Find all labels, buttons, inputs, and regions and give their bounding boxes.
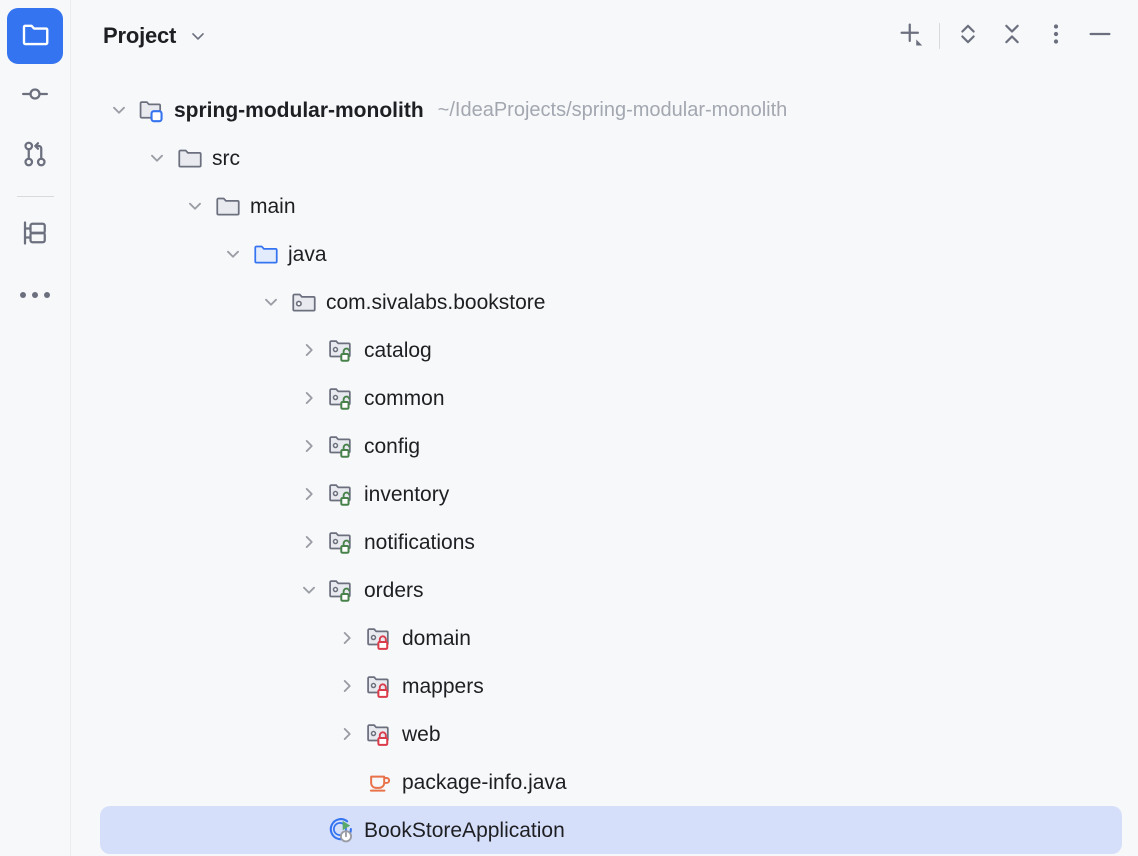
module-open-package-icon bbox=[328, 432, 358, 460]
tree-node-path: ~/IdeaProjects/spring-modular-monolith bbox=[437, 99, 788, 121]
options-button[interactable] bbox=[1034, 14, 1078, 58]
project-tree[interactable]: spring-modular-monolith ~/IdeaProjects/sp… bbox=[71, 72, 1138, 856]
tree-node-catalog[interactable]: catalog bbox=[100, 326, 1122, 374]
tree-node-label: java bbox=[288, 242, 327, 266]
chevron-down-icon[interactable] bbox=[252, 291, 290, 313]
module-open-package-icon bbox=[328, 480, 358, 508]
tree-node-label: inventory bbox=[364, 482, 450, 506]
sidebar-item-project[interactable] bbox=[7, 8, 63, 64]
tree-node-label: mappers bbox=[402, 674, 484, 698]
tree-node-package-info.java[interactable]: package-info.java bbox=[100, 758, 1122, 806]
tree-node-orders[interactable]: orders bbox=[100, 566, 1122, 614]
tree-node-label: domain bbox=[402, 626, 471, 650]
java-file-icon bbox=[366, 768, 396, 796]
tree-node-label: com.sivalabs.bookstore bbox=[326, 290, 546, 314]
pull-request-icon bbox=[20, 139, 50, 174]
module-open-package-icon bbox=[328, 336, 358, 364]
structure-icon bbox=[20, 218, 50, 253]
tree-node-label: catalog bbox=[364, 338, 432, 362]
chevron-down-icon[interactable] bbox=[100, 99, 138, 121]
commit-icon bbox=[20, 79, 50, 114]
module-open-package-icon bbox=[328, 384, 358, 412]
project-module-folder-icon bbox=[138, 96, 168, 124]
collapse-all-button[interactable] bbox=[990, 14, 1034, 58]
chevron-right-icon[interactable] bbox=[328, 627, 366, 649]
module-open-package-icon bbox=[328, 528, 358, 556]
tree-node-inventory[interactable]: inventory bbox=[100, 470, 1122, 518]
tree-node-label: main bbox=[250, 194, 296, 218]
tree-node-com.sivalabs.bookstore[interactable]: com.sivalabs.bookstore bbox=[100, 278, 1122, 326]
expand-collapse-button[interactable] bbox=[946, 14, 990, 58]
toolbar-actions bbox=[889, 14, 1122, 58]
tree-node-src[interactable]: src bbox=[100, 134, 1122, 182]
chevron-right-icon[interactable] bbox=[290, 387, 328, 409]
tree-node-label: src bbox=[212, 146, 240, 170]
sidebar-item-pull-requests[interactable] bbox=[7, 128, 63, 184]
tree-node-config[interactable]: config bbox=[100, 422, 1122, 470]
toolbar-divider bbox=[939, 23, 940, 49]
tree-node-label: spring-modular-monolith bbox=[174, 98, 424, 122]
tree-node-main[interactable]: main bbox=[100, 182, 1122, 230]
tree-node-spring-modular-monolith[interactable]: spring-modular-monolith ~/IdeaProjects/sp… bbox=[100, 86, 1122, 134]
minimize-icon bbox=[1085, 19, 1115, 54]
package-icon bbox=[290, 288, 320, 316]
chevron-right-icon[interactable] bbox=[328, 723, 366, 745]
sidebar-divider bbox=[16, 196, 54, 197]
tree-node-label: config bbox=[364, 434, 421, 458]
tree-node-java[interactable]: java bbox=[100, 230, 1122, 278]
chevron-down-icon[interactable] bbox=[188, 26, 208, 46]
add-button[interactable] bbox=[889, 14, 933, 58]
chevron-down-icon[interactable] bbox=[138, 147, 176, 169]
module-closed-package-icon bbox=[366, 720, 396, 748]
spring-boot-run-icon bbox=[328, 816, 358, 844]
tree-node-label: BookStoreApplication bbox=[364, 818, 565, 842]
module-closed-package-icon bbox=[366, 672, 396, 700]
tree-node-label: orders bbox=[364, 578, 424, 602]
source-root-folder-icon bbox=[252, 240, 282, 268]
activity-bar bbox=[0, 0, 71, 856]
tree-node-common[interactable]: common bbox=[100, 374, 1122, 422]
plus-dropdown-icon bbox=[896, 19, 926, 54]
tree-node-bookstoreapplication[interactable]: BookStoreApplication bbox=[100, 806, 1122, 854]
chevron-right-icon[interactable] bbox=[290, 339, 328, 361]
tree-node-mappers[interactable]: mappers bbox=[100, 662, 1122, 710]
folder-icon bbox=[20, 19, 50, 54]
sidebar-item-commit[interactable] bbox=[7, 68, 63, 124]
tree-node-label: package-info.java bbox=[402, 770, 567, 794]
tree-node-label: notifications bbox=[364, 530, 475, 554]
chevron-right-icon[interactable] bbox=[290, 435, 328, 457]
chevron-down-icon[interactable] bbox=[290, 579, 328, 601]
chevron-up-down-icon bbox=[953, 19, 983, 54]
sidebar-item-structure[interactable] bbox=[7, 207, 63, 263]
tree-node-web[interactable]: web bbox=[100, 710, 1122, 758]
more-horizontal-icon bbox=[20, 292, 50, 298]
page-title: Project bbox=[103, 23, 177, 48]
more-vertical-icon bbox=[1041, 19, 1071, 54]
folder-icon bbox=[176, 144, 206, 172]
panel-header: Project bbox=[71, 0, 1138, 72]
chevron-right-icon[interactable] bbox=[328, 675, 366, 697]
collapse-all-icon bbox=[997, 19, 1027, 54]
chevron-down-icon[interactable] bbox=[214, 243, 252, 265]
tree-node-notifications[interactable]: notifications bbox=[100, 518, 1122, 566]
tree-node-label: web bbox=[402, 722, 441, 746]
chevron-down-icon[interactable] bbox=[176, 195, 214, 217]
module-open-package-icon bbox=[328, 576, 358, 604]
module-closed-package-icon bbox=[366, 624, 396, 652]
project-panel: Project bbox=[71, 0, 1138, 856]
tree-node-label: common bbox=[364, 386, 445, 410]
sidebar-item-more[interactable] bbox=[7, 267, 63, 323]
tree-node-domain[interactable]: domain bbox=[100, 614, 1122, 662]
hide-button[interactable] bbox=[1078, 14, 1122, 58]
folder-icon bbox=[214, 192, 244, 220]
chevron-right-icon[interactable] bbox=[290, 483, 328, 505]
chevron-right-icon[interactable] bbox=[290, 531, 328, 553]
